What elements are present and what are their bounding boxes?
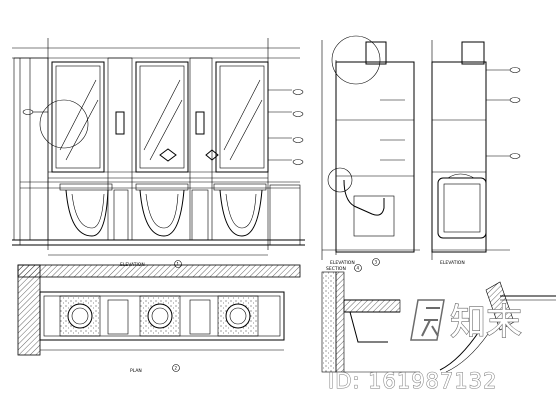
detail-section: [439, 281, 556, 373]
elevation-title-b: ELEVATION: [330, 260, 355, 266]
side-elevation: ELEVATION 3: [321, 35, 420, 266]
end-elevation: ELEVATION: [431, 40, 521, 266]
plan-title: PLAN: [130, 368, 142, 374]
main-elevation: ELEVATION 1: [12, 38, 305, 268]
basin-plan-1: [59, 295, 101, 337]
wall-section: SECTION 4: [321, 264, 420, 373]
watermark: 知末 ID: 161987132: [328, 299, 523, 394]
elevation-title-c: ELEVATION: [440, 260, 465, 266]
vanity-plan: PLAN 2: [17, 264, 301, 374]
mirror-panel-2: [135, 61, 189, 173]
basin-elevation-1: [59, 183, 113, 237]
mirror-panel-3: [215, 61, 269, 173]
mirror-panel-1: [51, 61, 105, 173]
watermark-logo-icon: [410, 299, 445, 341]
basin-plan-2: [139, 295, 181, 337]
callout-mark-1: 1: [177, 262, 180, 267]
watermark-logo-text: 知末: [450, 302, 522, 343]
basin-plan-3: [217, 295, 259, 337]
basin-elevation-3: [213, 183, 267, 237]
basin-elevation-2: [135, 183, 189, 237]
callout-mark-3: 3: [375, 260, 378, 265]
callout-mark-2: 2: [175, 366, 178, 371]
callout-mark-4: 4: [357, 266, 360, 271]
watermark-id: ID: 161987132: [328, 369, 497, 393]
section-title: SECTION: [326, 266, 346, 272]
leader-notes-right: [268, 89, 304, 165]
